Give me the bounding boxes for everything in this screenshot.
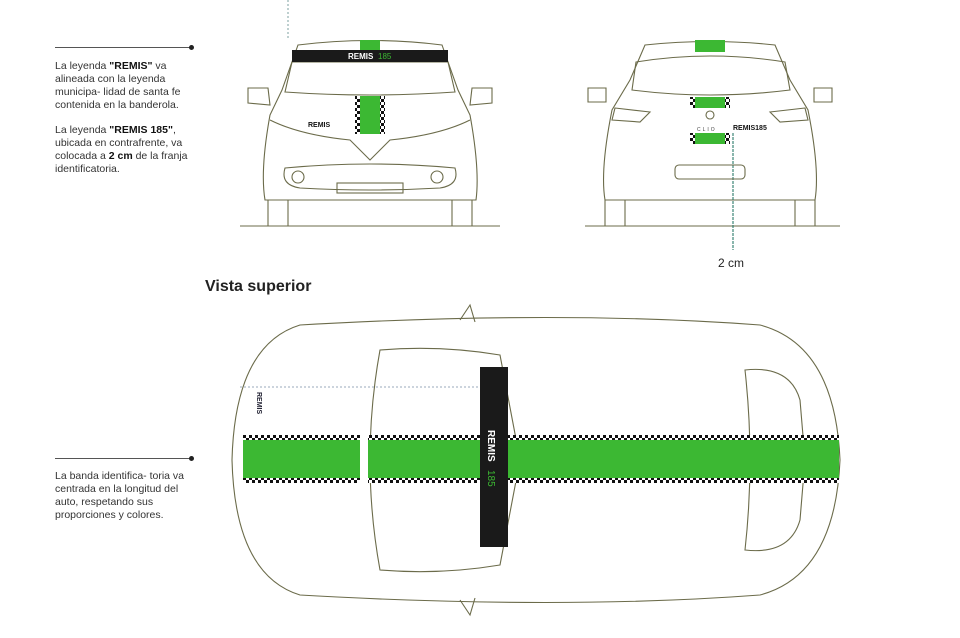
note-bold: "REMIS 185" xyxy=(109,124,173,136)
note-remis-alignment: La leyenda "REMIS" va alineada con la le… xyxy=(55,60,195,188)
identification-stripe xyxy=(243,440,839,478)
note-text: , ubicada en contrafrente, va colocada a xyxy=(55,124,183,162)
callout-line-top xyxy=(55,45,194,50)
note-bold: 2 cm xyxy=(108,150,133,162)
front-banner-text: REMIS xyxy=(348,52,374,61)
top-banner xyxy=(480,367,508,547)
rear-view-car: CLIO REMIS185 xyxy=(585,40,840,250)
note-remis-185: La leyenda "REMIS 185", ubicada en contr… xyxy=(55,124,195,176)
top-banner-num: 185 xyxy=(485,470,496,487)
note-text: va alineada con la leyenda municipa- lid… xyxy=(55,60,181,111)
front-banner-num: 185 xyxy=(378,52,392,61)
callout-line-bottom xyxy=(55,456,194,461)
top-side-text: REMIS xyxy=(255,392,262,415)
note-text: de la franja identificatoria. xyxy=(55,150,188,175)
rear-remis-text: REMIS185 xyxy=(733,125,767,132)
front-banner xyxy=(292,50,448,62)
front-hood-text: REMIS xyxy=(308,122,331,129)
top-view-car: REMIS 185 REMIS xyxy=(231,303,841,617)
note-banda: La banda identifica- toria va centrada e… xyxy=(55,470,195,522)
distance-label: 2 cm xyxy=(718,256,745,270)
note-text: La leyenda xyxy=(55,124,110,136)
note-bold: "REMIS" xyxy=(109,60,153,72)
note-text: La banda identifica- toria va centrada e… xyxy=(55,470,184,521)
front-view-car: REMIS 185 REMIS xyxy=(240,39,500,227)
section-title: Vista superior xyxy=(205,278,312,295)
note-text: La leyenda xyxy=(55,60,110,72)
rear-model-text: CLIO xyxy=(697,127,717,133)
top-banner-text: REMIS xyxy=(485,430,496,462)
